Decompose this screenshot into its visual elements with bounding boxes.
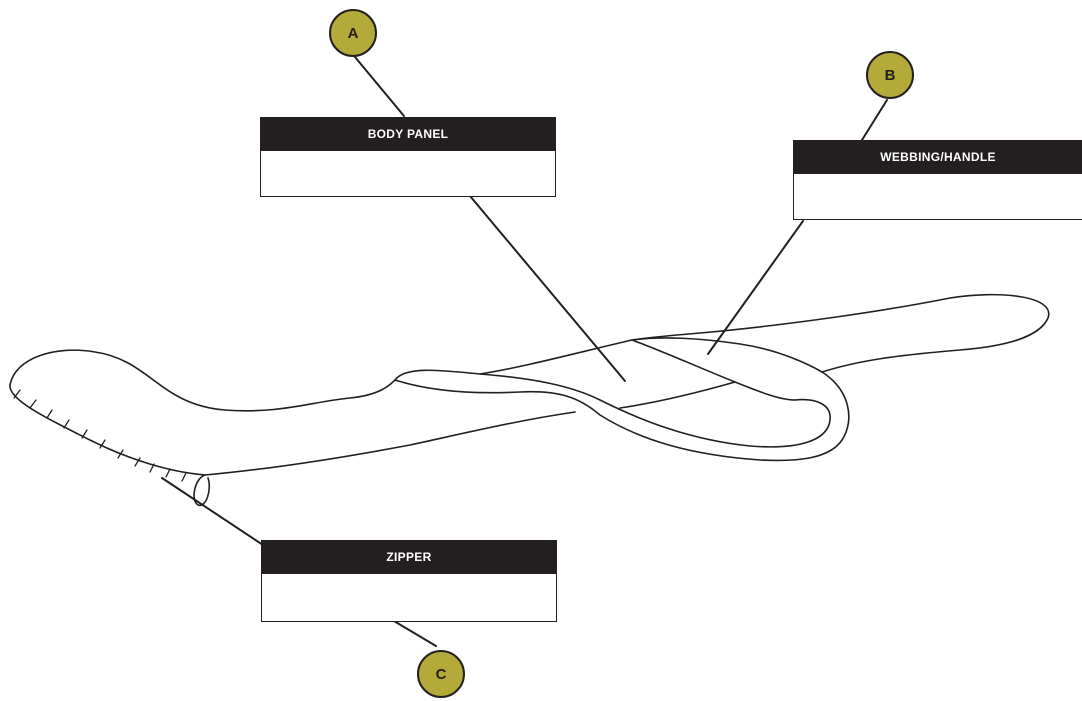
- webbing-underside: [734, 381, 796, 401]
- leader-a-to-box: [354, 56, 405, 117]
- callout-c-letter: C: [435, 665, 447, 683]
- bag-outline: [9, 293, 1050, 412]
- body-panel-label: BODY PANEL: [261, 118, 555, 151]
- handle-inner: [479, 373, 831, 448]
- zipper-teeth: [13, 389, 187, 482]
- zipper-answer-field[interactable]: [262, 574, 556, 621]
- webbing-handle-answer-field[interactable]: [794, 174, 1082, 219]
- callout-b-badge: B: [866, 51, 914, 99]
- zipper-label-box: ZIPPER: [261, 540, 557, 622]
- leader-c-to-box: [393, 620, 437, 647]
- callout-a-badge: A: [329, 9, 377, 57]
- leader-b-to-part: [707, 220, 804, 355]
- body-panel-answer-field[interactable]: [261, 151, 555, 196]
- zipper-label: ZIPPER: [262, 541, 556, 574]
- callout-c-badge: C: [417, 650, 465, 698]
- leader-a-to-part: [469, 195, 626, 382]
- body-panel-label-box: BODY PANEL: [260, 117, 556, 197]
- handle-loop: [394, 371, 850, 462]
- bag-lower-edge: [9, 384, 576, 476]
- webbing-handle-label: WEBBING/HANDLE: [794, 141, 1082, 174]
- webbing-strap: [619, 339, 736, 409]
- leader-b-to-box: [861, 99, 888, 141]
- callout-b-letter: B: [884, 66, 896, 84]
- callout-a-letter: A: [347, 24, 359, 42]
- webbing-handle-label-box: WEBBING/HANDLE: [793, 140, 1082, 220]
- zipper-end: [193, 474, 211, 506]
- leader-c-to-part: [161, 477, 264, 546]
